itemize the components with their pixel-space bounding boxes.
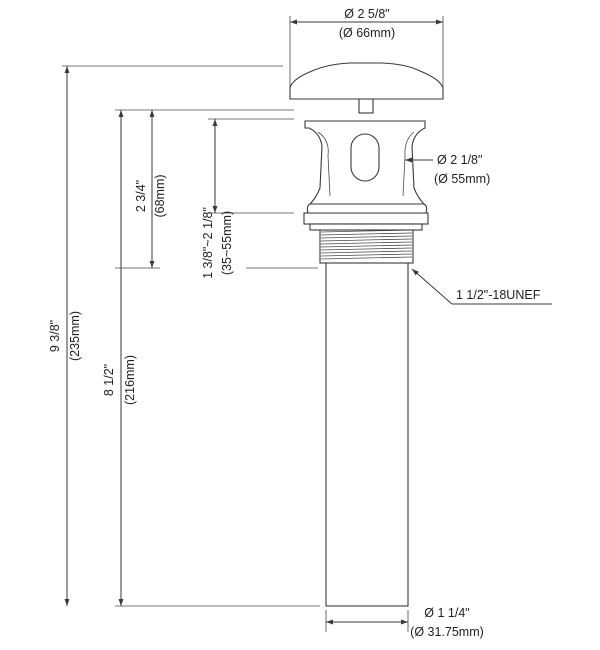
drain-part [289,62,444,607]
extension-lines [62,16,444,632]
upper-height-label: 2 3/4" [134,180,148,212]
thread-line [320,253,413,257]
dimension-labels: Ø 2 5/8" (Ø 66mm) Ø 2 1/8" (Ø 55mm) 1 1/… [48,7,541,639]
thread-spec-label: 1 1/2"-18UNEF [456,288,541,302]
drain-body [304,120,426,205]
tail-diameter-label: Ø 1 1/4" [424,606,469,620]
thickness-range-metric-label: (35~55mm) [220,211,234,275]
thread-line [320,241,413,245]
body-diameter-label: Ø 2 1/8" [437,153,482,167]
dimension-lines [64,19,552,625]
overflow-slot [350,133,380,182]
body-diameter-metric-label: (Ø 55mm) [434,172,490,186]
thread-line [320,256,413,260]
thread-line [320,232,413,236]
top-diameter-label: Ø 2 5/8" [344,7,389,21]
thread-line [320,235,413,239]
total-height-label: 9 3/8" [48,320,62,352]
threaded-section [319,228,414,264]
height-below-flange-metric-label: (216mm) [123,355,137,405]
pop-up-cap [289,62,444,100]
thread-leader-line [411,268,453,305]
flange [303,203,429,231]
top-diameter-metric-label: (Ø 66mm) [339,26,395,40]
thread-line [320,238,413,242]
tail-pipe [325,261,409,607]
thread-line [320,250,413,254]
thickness-range-label: 1 3/8"~2 1/8" [201,207,215,279]
height-below-flange-label: 8 1/2" [102,364,116,396]
tail-diameter-metric-label: (Ø 31.75mm) [410,625,484,639]
thread-line [320,247,413,251]
upper-height-metric-label: (68mm) [153,174,167,217]
stem [358,98,374,114]
thread-line [320,244,413,248]
total-height-metric-label: (235mm) [68,311,82,361]
